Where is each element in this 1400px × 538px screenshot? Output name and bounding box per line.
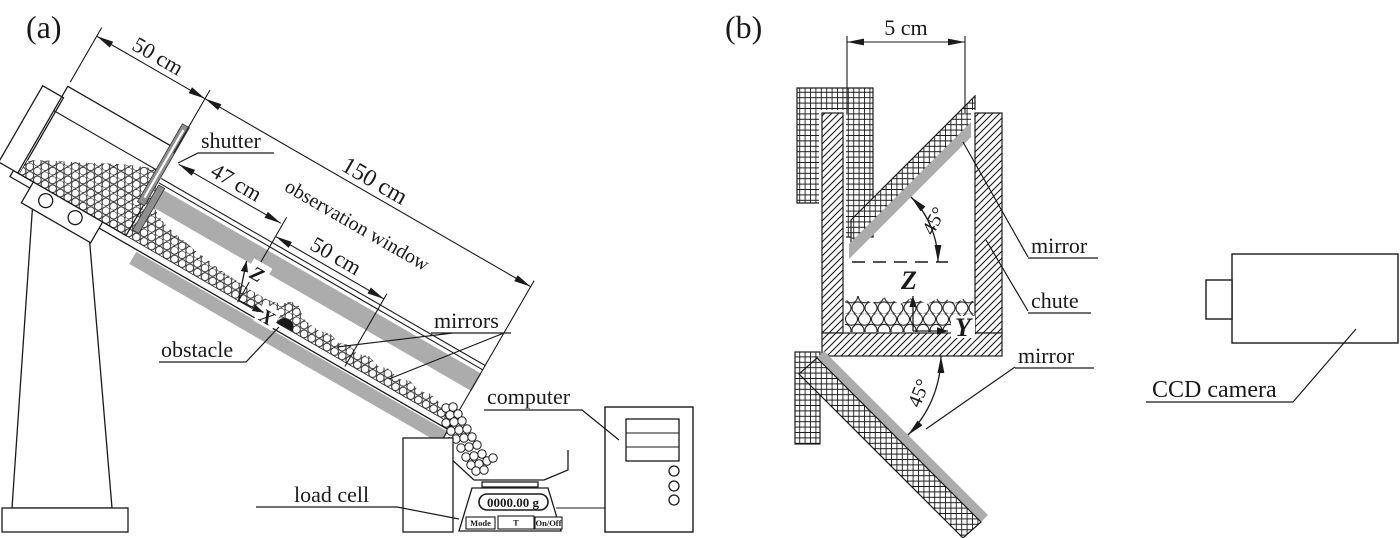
dim-line-chute-150cm	[204, 98, 531, 288]
camera-body	[1231, 253, 1399, 344]
balance-platform	[481, 481, 539, 488]
granular-particles	[19, 160, 459, 424]
dim-text-47cm: 47 cm	[207, 158, 267, 207]
pedestal-support	[1, 199, 129, 533]
axis-z-label-box-b	[897, 264, 921, 288]
hopper-inner-line	[53, 110, 163, 174]
drive-bays	[625, 418, 680, 462]
chute-right-wall	[974, 112, 1003, 334]
chute-left-wall	[821, 112, 844, 334]
mirror-bottom-label: mirror	[1018, 343, 1075, 368]
axis-z-label-b: Z	[900, 266, 917, 295]
falling-particle-stream	[441, 402, 498, 476]
panel-a: (a)	[0, 9, 694, 533]
stand-box	[402, 437, 454, 533]
axis-z-arrow	[237, 260, 248, 301]
ccd-camera-label: CCD camera	[1152, 377, 1277, 403]
dim-line-window-50cm	[275, 235, 385, 300]
chute-assembly: 50 cm 150 cm 47 cm 50 cm observation win…	[0, 27, 535, 446]
dim-line-47cm	[178, 163, 282, 224]
balance-button-tare-label: T	[513, 518, 519, 528]
shutter-gate	[132, 123, 190, 235]
panel-b-tag: (b)	[725, 9, 762, 45]
dim-text-width: 5 cm	[884, 15, 927, 40]
axes-b: Z Y	[897, 264, 975, 342]
chute-particles	[845, 296, 974, 332]
tower-button[interactable]	[668, 494, 680, 506]
axis-y-label-b: Y	[955, 313, 973, 342]
balance-button-tare[interactable]	[497, 515, 535, 530]
collection-funnel	[448, 437, 569, 488]
panel-a-callouts: shutter mirrors obstacle computer load c…	[159, 128, 620, 520]
obstacle-marker	[276, 318, 294, 332]
load-cell-label: load cell	[294, 482, 369, 507]
axes-a: Z X	[237, 258, 282, 331]
tower-button[interactable]	[668, 480, 680, 492]
panel-b: (b) 45° 45° Z Y	[725, 9, 1399, 538]
balance-display	[478, 493, 549, 511]
mirror-top-label: mirror	[1031, 233, 1088, 258]
balance-display-value: 0000.00 g	[487, 495, 540, 510]
bottom-mirror-support	[798, 357, 982, 538]
load-cell-balance: 0000.00 g Mode T On/Off	[458, 487, 563, 532]
camera-lens	[1205, 279, 1233, 320]
tower-button[interactable]	[668, 465, 680, 477]
lower-mirror-strip	[129, 251, 449, 444]
balance-button-mode[interactable]	[465, 516, 496, 530]
panel-b-callouts: mirror chute mirror CCD camera	[925, 141, 1357, 430]
angle-arc-bottom	[907, 355, 945, 436]
hopper-end-cap	[0, 84, 65, 175]
mounting-bracket	[20, 181, 104, 244]
balance-button-onoff-label: On/Off	[536, 518, 562, 528]
panel-a-tag: (a)	[26, 9, 62, 45]
dim-5cm: 5 cm	[846, 15, 966, 113]
chute-label: chute	[1031, 288, 1079, 313]
computer-label: computer	[487, 384, 571, 409]
shutter-label: shutter	[201, 128, 262, 153]
ccd-camera	[1205, 253, 1399, 344]
bottom-mirror-surface	[817, 351, 988, 522]
dim-line-hopper-50cm	[96, 35, 206, 100]
angle-top-text: 45°	[918, 204, 951, 239]
computer-tower	[604, 406, 694, 533]
top-mirror-surface	[849, 118, 975, 259]
balance-button-mode-label: Mode	[470, 518, 491, 528]
axis-z-label-box	[242, 258, 273, 289]
mirrors-label: mirrors	[434, 308, 499, 333]
obstacle-label: obstacle	[161, 337, 233, 362]
axis-x-arrow	[238, 299, 264, 314]
axis-y-label-box-b	[951, 316, 975, 338]
angle-arc-top	[910, 196, 942, 263]
balance-button-onoff[interactable]	[534, 516, 563, 530]
dim-text-hopper-width: 50 cm	[128, 32, 188, 81]
